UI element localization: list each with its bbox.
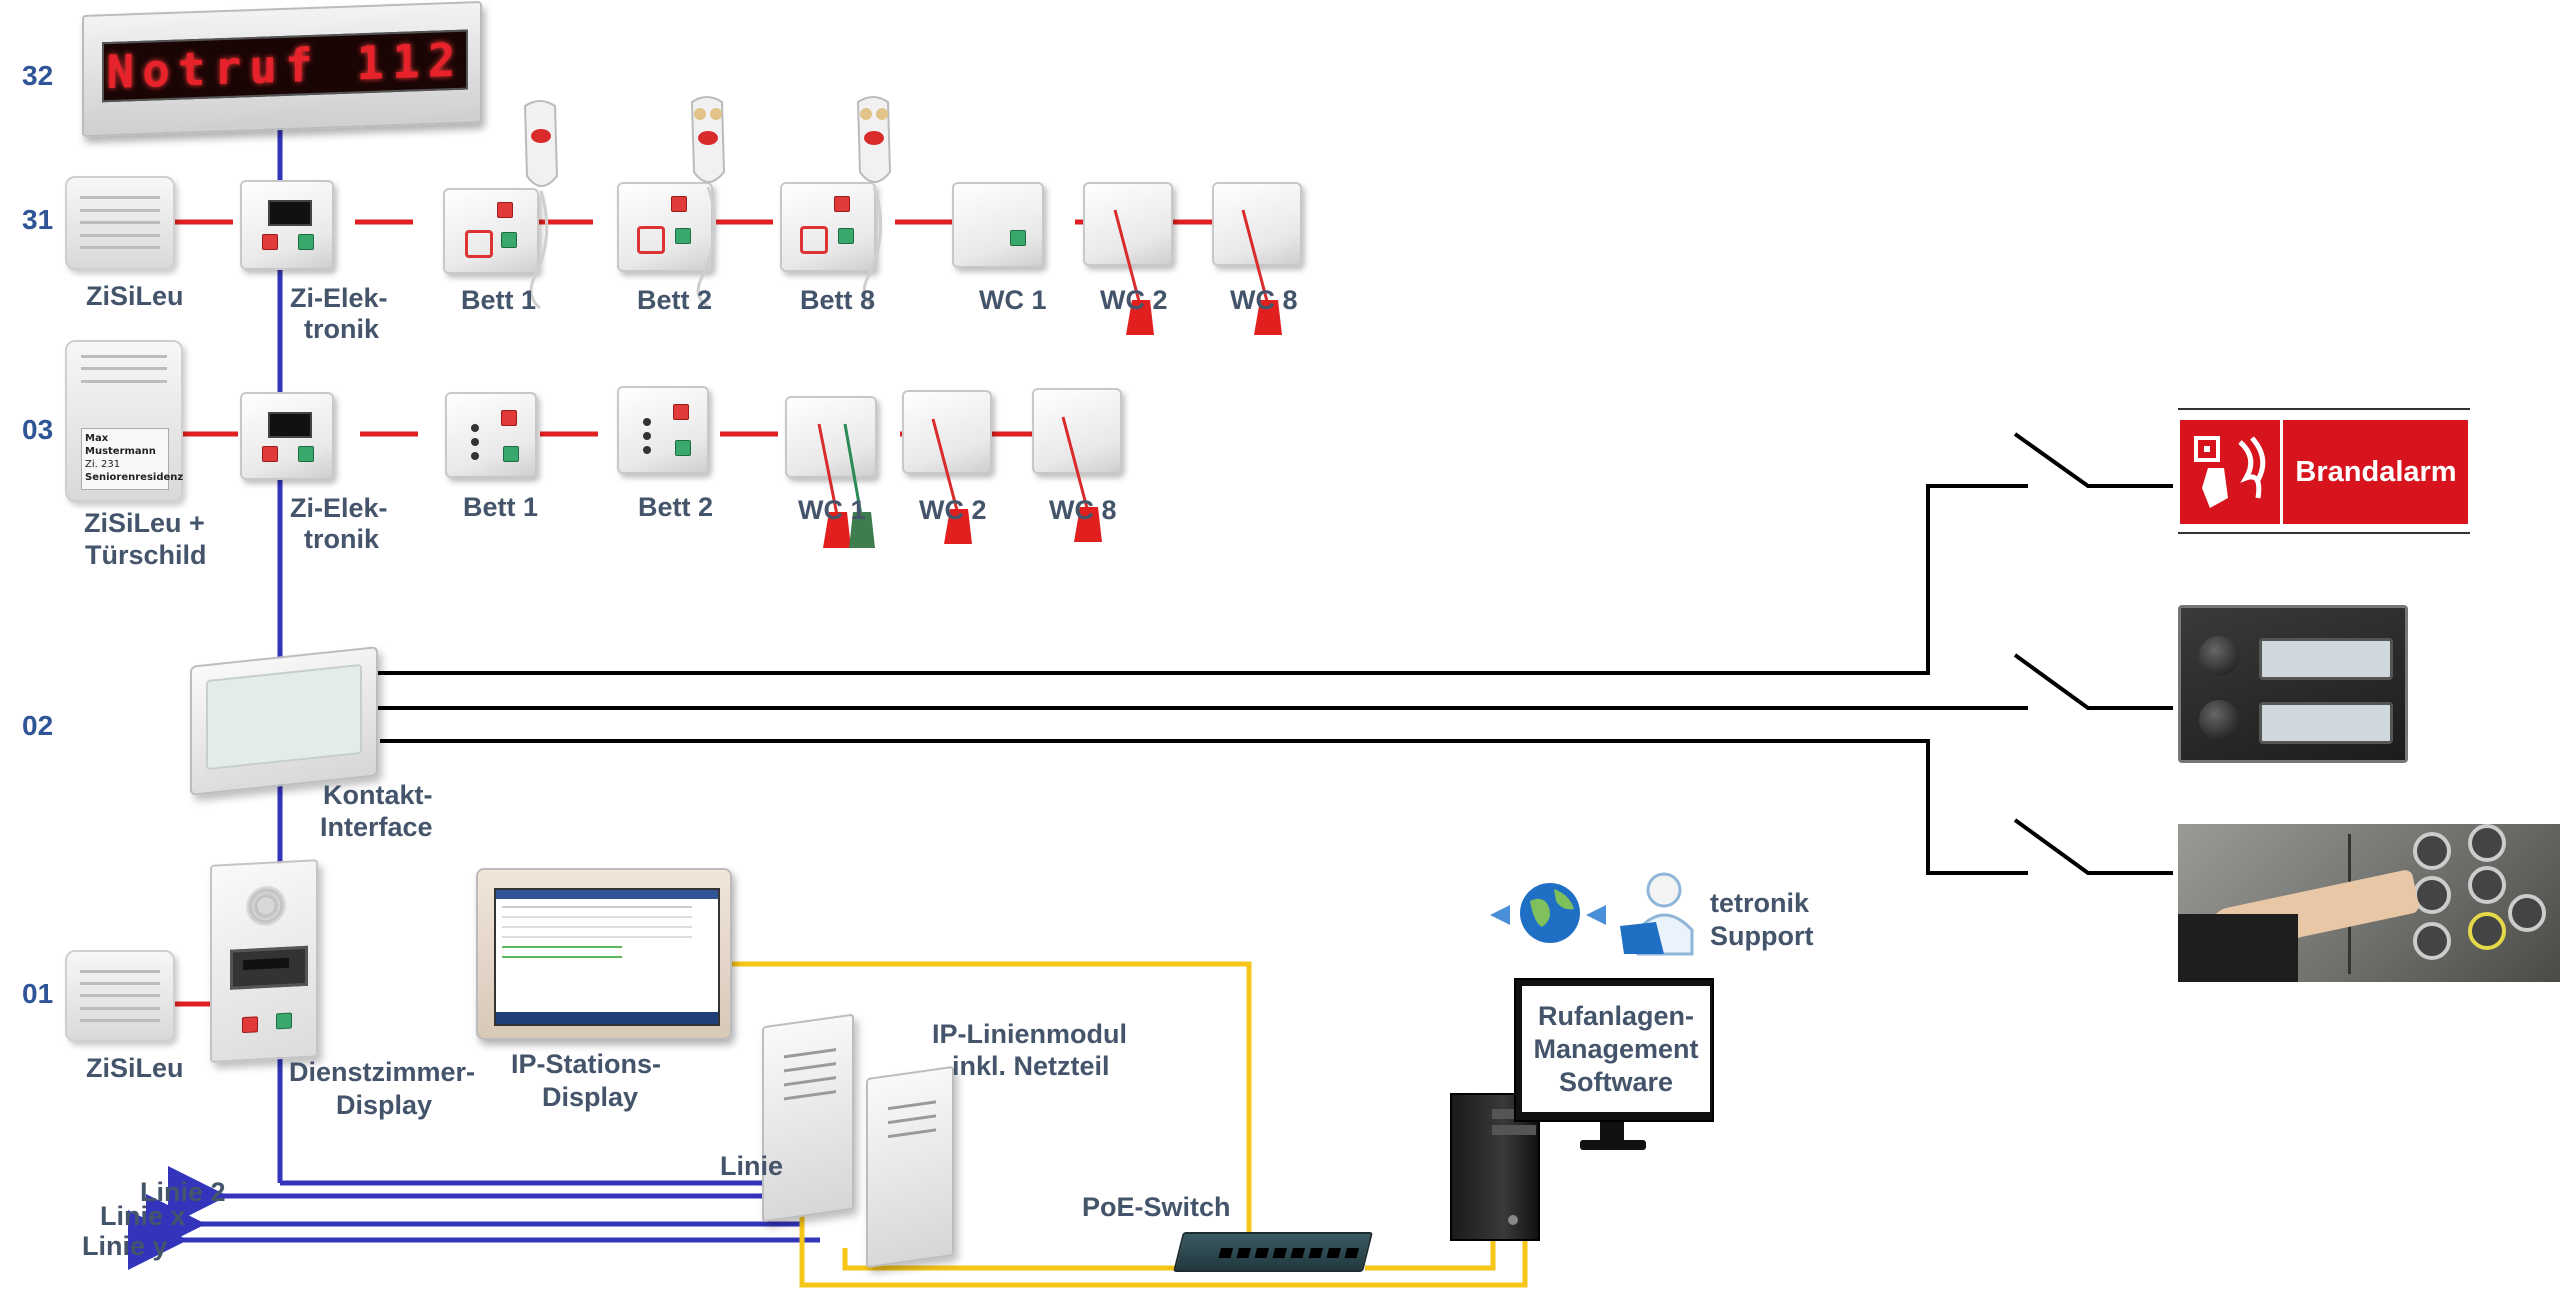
label-wc8-03: WC 8 bbox=[1049, 495, 1117, 525]
level-02: 02 bbox=[22, 710, 54, 741]
fire-alarm-sign: Brandalarm bbox=[2178, 408, 2470, 534]
contact-interface-box bbox=[190, 646, 378, 796]
label-zielek-03-a: Zi-Elek- bbox=[290, 493, 388, 523]
label-zielek-31-b: tronik bbox=[304, 314, 380, 344]
doorbell-panel-icon bbox=[2178, 605, 2408, 763]
room-electronics-03 bbox=[240, 392, 334, 480]
label-support-b: Support bbox=[1710, 921, 1814, 951]
speaker-grille bbox=[246, 884, 286, 927]
label-wc8-31: WC 8 bbox=[1230, 285, 1298, 315]
zisileu-doorsign-03: Max Mustermann Zi. 231 Seniorenresidenz bbox=[65, 340, 183, 502]
label-poe: PoE-Switch bbox=[1082, 1192, 1231, 1222]
network-line-pc bbox=[1365, 1240, 1496, 1271]
bed-unit-31-1 bbox=[443, 188, 539, 274]
elevator-panel-icon bbox=[2178, 824, 2560, 982]
monitor-stand bbox=[1600, 1122, 1624, 1142]
zisileu-sensor-01 bbox=[65, 950, 175, 1042]
room-electronics-31 bbox=[240, 180, 334, 270]
led-display-text: Notruf 112 bbox=[106, 32, 464, 100]
label-linie-2: Linie 2 bbox=[140, 1177, 226, 1207]
label-iplinie-a: IP-Linienmodul bbox=[932, 1019, 1127, 1049]
label-zisileu-31: ZiSiLeu bbox=[86, 281, 184, 311]
wc-unit-31-1 bbox=[952, 182, 1044, 268]
monitor-icon: Rufanlagen- Management Software bbox=[1514, 978, 1714, 1122]
label-zisileu-03-a: ZiSiLeu + bbox=[84, 508, 205, 538]
wc-pullcord-03-1 bbox=[785, 396, 877, 478]
label-wc2-31: WC 2 bbox=[1100, 285, 1168, 315]
ip-line-module-rear bbox=[866, 1065, 954, 1269]
label-zielek-03-b: tronik bbox=[304, 524, 380, 554]
bed-unit-31-2 bbox=[617, 182, 713, 272]
level-01: 01 bbox=[22, 978, 54, 1009]
ip-line-module-front bbox=[762, 1013, 854, 1223]
monitor-base bbox=[1580, 1140, 1646, 1150]
door-sign-plate: Max Mustermann Zi. 231 Seniorenresidenz bbox=[81, 428, 183, 490]
label-software-a: Rufanlagen- bbox=[1537, 1000, 1694, 1031]
bed-unit-31-8 bbox=[780, 182, 876, 272]
support-agent-icon bbox=[1620, 872, 1694, 956]
fire-alarm-text: Brandalarm bbox=[2295, 456, 2457, 488]
switch-contact-icon bbox=[2013, 432, 2173, 875]
label-iplinie-b: inkl. Netzteil bbox=[952, 1051, 1110, 1081]
ip-station-screen bbox=[494, 888, 720, 1026]
pullcord-31-2 bbox=[1113, 209, 1154, 335]
label-bett8-31: Bett 8 bbox=[800, 285, 876, 315]
bed-unit-03-2 bbox=[617, 386, 709, 474]
label-ipstat-b: Display bbox=[542, 1082, 639, 1112]
label-ipstat-a: IP-Stations- bbox=[511, 1049, 662, 1079]
label-linie-y: Linie y bbox=[82, 1231, 168, 1261]
label-software-c: Software bbox=[1558, 1066, 1674, 1097]
led-display-screen: Notruf 112 bbox=[102, 29, 468, 103]
pullcord-03-8 bbox=[1061, 416, 1102, 542]
bed-unit-03-1 bbox=[445, 392, 537, 478]
label-kontakt-a: Kontakt- bbox=[323, 780, 433, 810]
label-wc2-03: WC 2 bbox=[919, 495, 987, 525]
staffroom-display bbox=[210, 859, 318, 1063]
level-31: 31 bbox=[22, 204, 54, 235]
pullcord-03-2 bbox=[931, 418, 972, 544]
monitor-screen: Rufanlagen- Management Software bbox=[1522, 986, 1710, 1112]
label-zielek-31-a: Zi-Elek- bbox=[290, 283, 388, 313]
ip-station-display bbox=[476, 868, 732, 1040]
network-switch-icon bbox=[1173, 1232, 1373, 1272]
label-bett2-31: Bett 2 bbox=[637, 285, 713, 315]
label-kontakt-b: Interface bbox=[320, 812, 433, 842]
label-support-a: tetronik bbox=[1710, 888, 1810, 918]
label-linie-x: Linie x bbox=[100, 1201, 186, 1231]
level-03: 03 bbox=[22, 414, 54, 445]
label-wc1-03: WC 1 bbox=[798, 495, 866, 525]
label-wc1-31: WC 1 bbox=[979, 285, 1047, 315]
contact-line-elevator bbox=[380, 739, 2028, 875]
fire-alarm-icon bbox=[2188, 428, 2272, 516]
label-zisileu-03-b: Türschild bbox=[85, 540, 207, 570]
label-bett2-03: Bett 2 bbox=[638, 492, 714, 522]
label-dienst-a: Dienstzimmer- bbox=[289, 1057, 476, 1087]
network-line-switch bbox=[799, 1203, 1528, 1288]
level-32: 32 bbox=[22, 60, 54, 91]
label-linie-1: Linie bbox=[720, 1151, 784, 1181]
led-display-sign: Notruf 112 bbox=[82, 1, 482, 137]
label-bett1-03: Bett 1 bbox=[463, 492, 539, 522]
network-line-module bbox=[842, 1248, 1180, 1271]
pillow-handset-31-2 bbox=[690, 96, 726, 308]
pillow-handset-31-1 bbox=[523, 100, 559, 310]
pillow-handset-31-8 bbox=[856, 96, 892, 308]
zisileu-sensor-31 bbox=[65, 176, 175, 270]
pullcord-31-8 bbox=[1241, 209, 1282, 335]
label-bett1-31: Bett 1 bbox=[461, 285, 537, 315]
label-software-b: Management bbox=[1533, 1033, 1699, 1064]
wc-pullcord-31-8 bbox=[1212, 182, 1302, 266]
globe-icon bbox=[1490, 883, 1606, 943]
label-zisileu-01: ZiSiLeu bbox=[86, 1053, 184, 1083]
pullcord-03-1-pair bbox=[817, 423, 875, 548]
contact-line-brandalarm bbox=[370, 484, 2028, 675]
label-dienst-b: Display bbox=[336, 1090, 433, 1120]
network-line-display bbox=[730, 961, 1252, 1263]
